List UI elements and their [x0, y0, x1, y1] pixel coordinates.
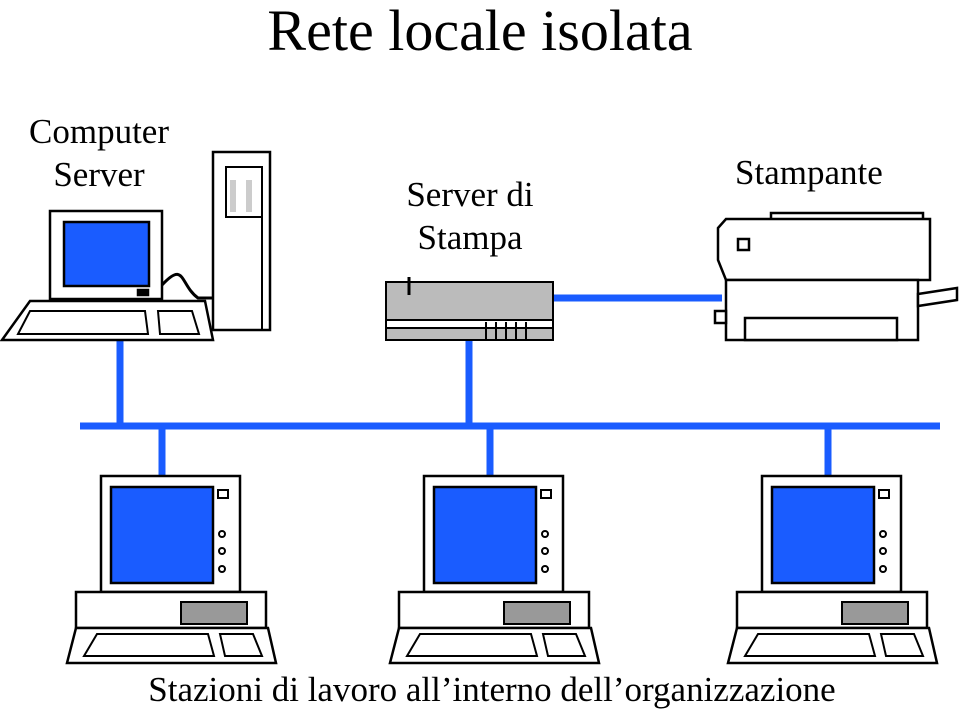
printer-output-tray — [916, 286, 959, 308]
workstation-2 — [388, 474, 601, 665]
server-cable — [160, 272, 213, 300]
network-cabling — [80, 294, 940, 476]
printer — [713, 211, 959, 342]
printer-label: Stampante — [735, 153, 883, 192]
server-label: Computer Server — [29, 112, 169, 194]
server-keyboard-numpad — [156, 310, 201, 335]
workstations-label: Stazioni di lavoro all’interno dell’orga… — [148, 670, 836, 709]
server-keyboard-keys — [16, 310, 150, 335]
print-server-body — [385, 281, 554, 341]
server-power-led — [136, 288, 150, 297]
workstation-3 — [726, 474, 939, 665]
computer-server — [0, 150, 272, 342]
server-screen — [62, 220, 151, 288]
printer-paper-tray — [743, 316, 899, 342]
workstation-1 — [65, 474, 278, 665]
printer-button — [736, 237, 751, 252]
page-title: Rete locale isolata — [267, 0, 693, 63]
print-server-label: Server di Stampa — [406, 175, 534, 257]
print-server — [385, 277, 554, 341]
